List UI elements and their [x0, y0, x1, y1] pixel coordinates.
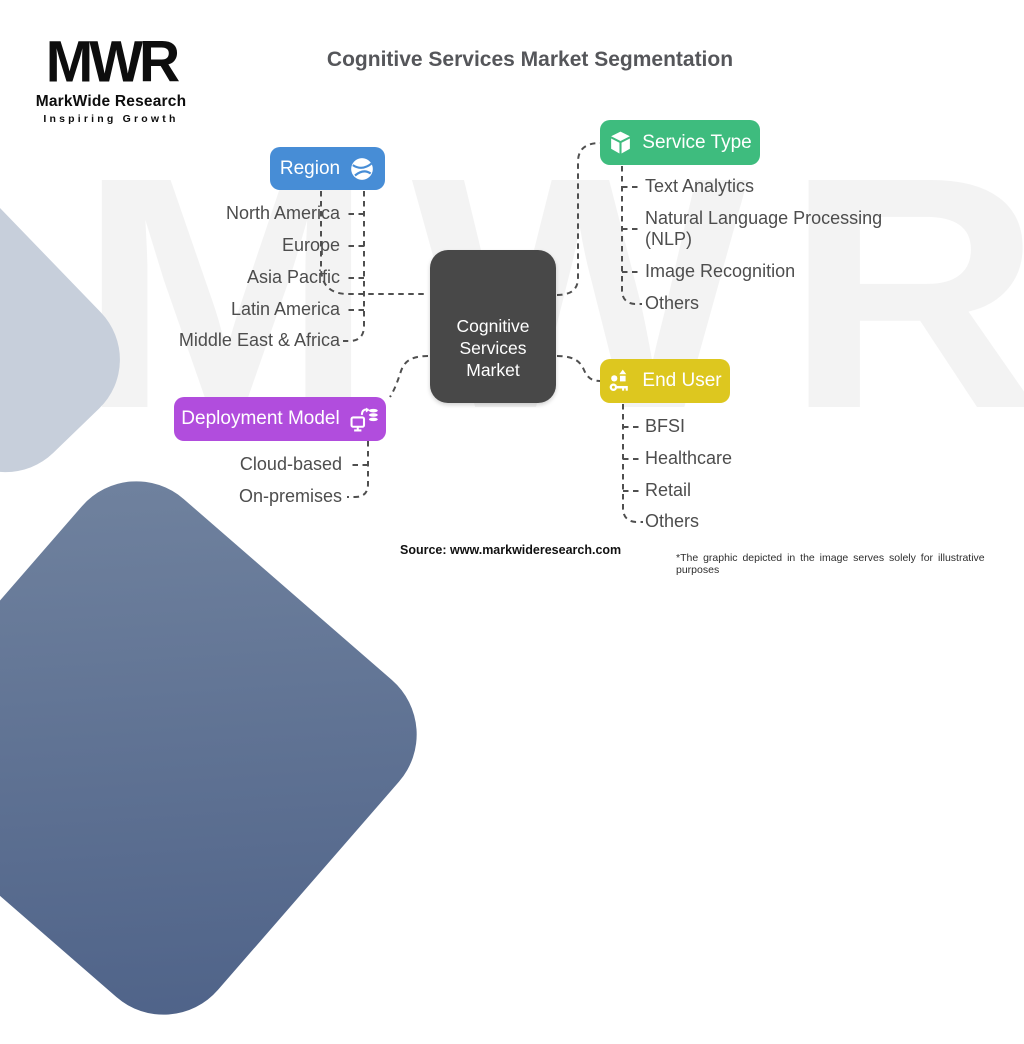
connector-enduser-items: [622, 404, 643, 523]
branch-region: Region: [270, 147, 385, 190]
end-user-item: Retail: [645, 480, 692, 500]
deployment-model-item: On-premises: [238, 486, 342, 506]
branch-region-label: Region: [279, 157, 341, 179]
center-node-label: Cognitive Services Market: [456, 315, 530, 380]
region-item: North America: [225, 203, 340, 223]
deployment-icon: [349, 406, 379, 433]
logo-name: MarkWide Research: [35, 93, 187, 110]
region-item: Latin America: [230, 299, 340, 319]
key-shapes-icon: [608, 369, 633, 394]
region-item: Asia Pacific: [246, 267, 340, 287]
center-node-cognitive-services-market: Cognitive Services Market: [430, 250, 556, 403]
deployment-model-item: Cloud-based: [239, 454, 342, 474]
service-type-item: Natural Language Processing (NLP): [645, 208, 883, 250]
branch-end-user-label: End User: [642, 370, 722, 391]
branch-service-type: Service Type: [600, 120, 760, 165]
service-type-item: Text Analytics: [645, 176, 755, 196]
globe-icon: [349, 156, 375, 182]
logo-acronym: MWR: [45, 29, 180, 95]
end-user-item: Healthcare: [645, 448, 733, 468]
service-type-item: Image Recognition: [645, 261, 796, 281]
connector-deployment-items: [347, 441, 369, 498]
cube-icon: [608, 130, 633, 155]
end-user-item: BFSI: [645, 416, 686, 436]
source-text: Source: www.markwideresearch.com: [400, 543, 622, 557]
connector-lines: [320, 142, 643, 523]
region-item: Middle East & Africa: [178, 330, 340, 350]
markwide-logo: MWR MarkWide Research Inspiring Growth: [30, 29, 192, 125]
connector-enduser-to-center: [556, 355, 601, 382]
service-type-item: Others: [645, 293, 700, 313]
connector-deployment-to-center: [389, 355, 429, 398]
connector-region-items: [343, 191, 365, 342]
branch-service-type-label: Service Type: [642, 131, 752, 153]
page-title: Cognitive Services Market Segmentation: [326, 48, 734, 71]
branch-deployment-model-label: Deployment Model: [181, 408, 340, 429]
region-item: Europe: [281, 235, 340, 255]
connector-servicetype-items: [621, 166, 642, 305]
connector-servicetype-to-center: [556, 142, 601, 296]
branch-end-user: End User: [600, 359, 730, 403]
disclaimer-text: *The graphic depicted in the image serve…: [676, 552, 985, 576]
logo-tagline: Inspiring Growth: [43, 113, 179, 125]
end-user-item: Others: [645, 511, 700, 531]
branch-deployment-model: Deployment Model: [174, 397, 386, 441]
